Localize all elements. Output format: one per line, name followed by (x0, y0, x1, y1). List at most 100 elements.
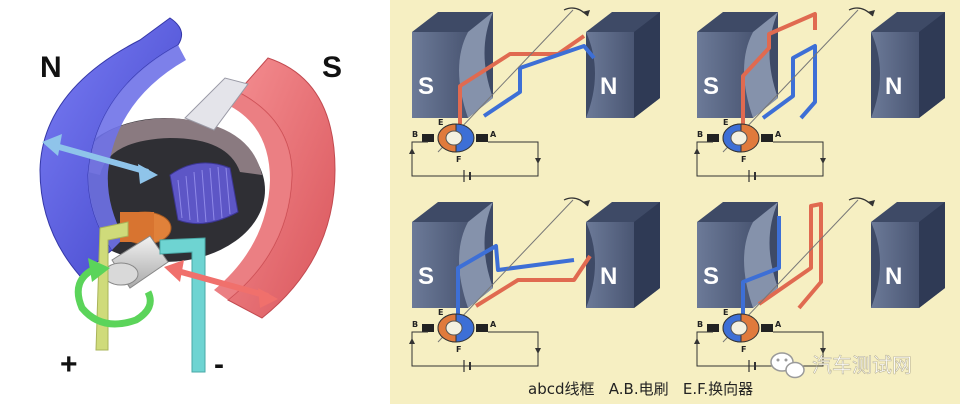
commutator-hub (730, 320, 748, 336)
commutation-figure: S N B A E F S N B A E F S N B A E F S N B A E F abcd线框 A.B.电刷 E… (390, 0, 960, 404)
brush-a-label: A (775, 130, 782, 139)
brush-b-label: B (412, 130, 418, 139)
left-magnet-pole-face (459, 202, 493, 308)
brush-a-block (761, 324, 773, 332)
coil-wire-red (474, 254, 592, 308)
negative-terminal-label: - (214, 348, 224, 381)
left-magnet-front (697, 222, 753, 308)
shaft-end (103, 262, 139, 286)
segment-e-label: E (438, 118, 443, 127)
left-magnet-label: S (418, 73, 434, 100)
brush-a-block (761, 134, 773, 142)
commutation-panel-bottom-right: S N B A E F (694, 197, 945, 372)
segment-f-label: F (741, 345, 746, 354)
left-magnet-pole-face (459, 12, 493, 118)
coil-wire-blue (761, 44, 817, 120)
commutation-panel-bottom-left: S N B A E F (409, 197, 660, 372)
coil-wire-red (458, 34, 586, 124)
current-arrow (535, 348, 541, 354)
motor-3d-figure: N S + - (0, 0, 388, 404)
brush-b-label: B (412, 320, 418, 329)
brush-b-block (422, 324, 434, 332)
north-pole-label: N (40, 51, 62, 84)
right-magnet-front (586, 222, 634, 308)
brush-b-block (707, 134, 719, 142)
south-pole-label: S (322, 51, 342, 84)
rotation-arrowhead (582, 10, 590, 16)
field-arrow-bottom (164, 260, 278, 308)
segment-f-label: F (456, 155, 461, 164)
right-magnet-front (871, 222, 919, 308)
figure-caption: abcd线框 A.B.电刷 E.F.换向器 (528, 380, 753, 398)
left-magnet-front (412, 222, 468, 308)
right-magnet-label: N (885, 263, 902, 290)
rotation-arrowhead (867, 200, 875, 206)
right-magnet-side (634, 12, 660, 118)
rotation-arrowhead (867, 10, 875, 16)
brush-positive (95, 221, 129, 351)
brush-a-block (476, 134, 488, 142)
external-circuit-wire (411, 331, 539, 367)
rotation-arrow-icon (74, 258, 154, 328)
commutator-hub (730, 130, 748, 146)
segment-f-label: F (741, 155, 746, 164)
right-magnet-front (586, 32, 634, 118)
positive-terminal-label: + (60, 348, 78, 381)
watermark-text: 汽车测试网 (812, 353, 912, 377)
left-magnet-label: S (418, 263, 434, 290)
coil-wire-red (757, 202, 823, 310)
segment-e-label: E (438, 308, 443, 317)
watermark: 汽车测试网 (770, 352, 912, 379)
external-circuit-wire (696, 331, 824, 367)
current-arrow (535, 158, 541, 164)
right-magnet-side (634, 202, 660, 308)
coil-wire-blue (741, 216, 781, 314)
rotation-arrowhead (582, 200, 590, 206)
external-circuit-wire (411, 141, 539, 177)
external-circuit-wire (696, 141, 824, 177)
brush-b-block (422, 134, 434, 142)
right-magnet-side (919, 12, 945, 118)
right-magnet-label: N (600, 263, 617, 290)
left-magnet-front (697, 32, 753, 118)
brush-a-label: A (775, 320, 782, 329)
right-magnet-front (871, 32, 919, 118)
segment-e-label: E (723, 118, 728, 127)
segment-f-label: F (456, 345, 461, 354)
current-arrow (820, 348, 826, 354)
current-arrow-left (409, 338, 415, 344)
brush-b-label: B (697, 130, 703, 139)
current-arrow (820, 158, 826, 164)
current-arrow-left (694, 338, 700, 344)
armature-white-segment (184, 77, 249, 131)
coil-wire-blue (482, 44, 596, 118)
current-arrow-left (409, 148, 415, 154)
right-magnet-label: N (600, 73, 617, 100)
segment-e-label: E (723, 308, 728, 317)
south-magnet-inner-face (214, 92, 292, 300)
left-magnet-label: S (703, 73, 719, 100)
commutator-hub (445, 130, 463, 146)
brush-negative (159, 237, 206, 373)
left-magnet-front (412, 32, 468, 118)
current-arrow-left (694, 148, 700, 154)
wechat-icon (770, 352, 805, 379)
commutation-panel-top-right: S N B A E F (694, 7, 945, 182)
coil-wire-blue (456, 244, 575, 314)
field-arrow-top (42, 134, 158, 184)
north-magnet-inner-face (88, 45, 186, 250)
armature-ring (80, 118, 262, 175)
brush-a-block (476, 324, 488, 332)
coil-wire-red (741, 12, 817, 124)
brush-b-label: B (697, 320, 703, 329)
right-magnet-side (919, 202, 945, 308)
left-magnet-pole-face (744, 202, 778, 308)
left-magnet-label: S (703, 263, 719, 290)
winding-coil-lines (177, 166, 231, 223)
brush-a-label: A (490, 130, 497, 139)
commutation-panel-top-left: S N B A E F (409, 7, 660, 182)
right-magnet-label: N (885, 73, 902, 100)
brush-a-label: A (490, 320, 497, 329)
brush-b-block (707, 324, 719, 332)
